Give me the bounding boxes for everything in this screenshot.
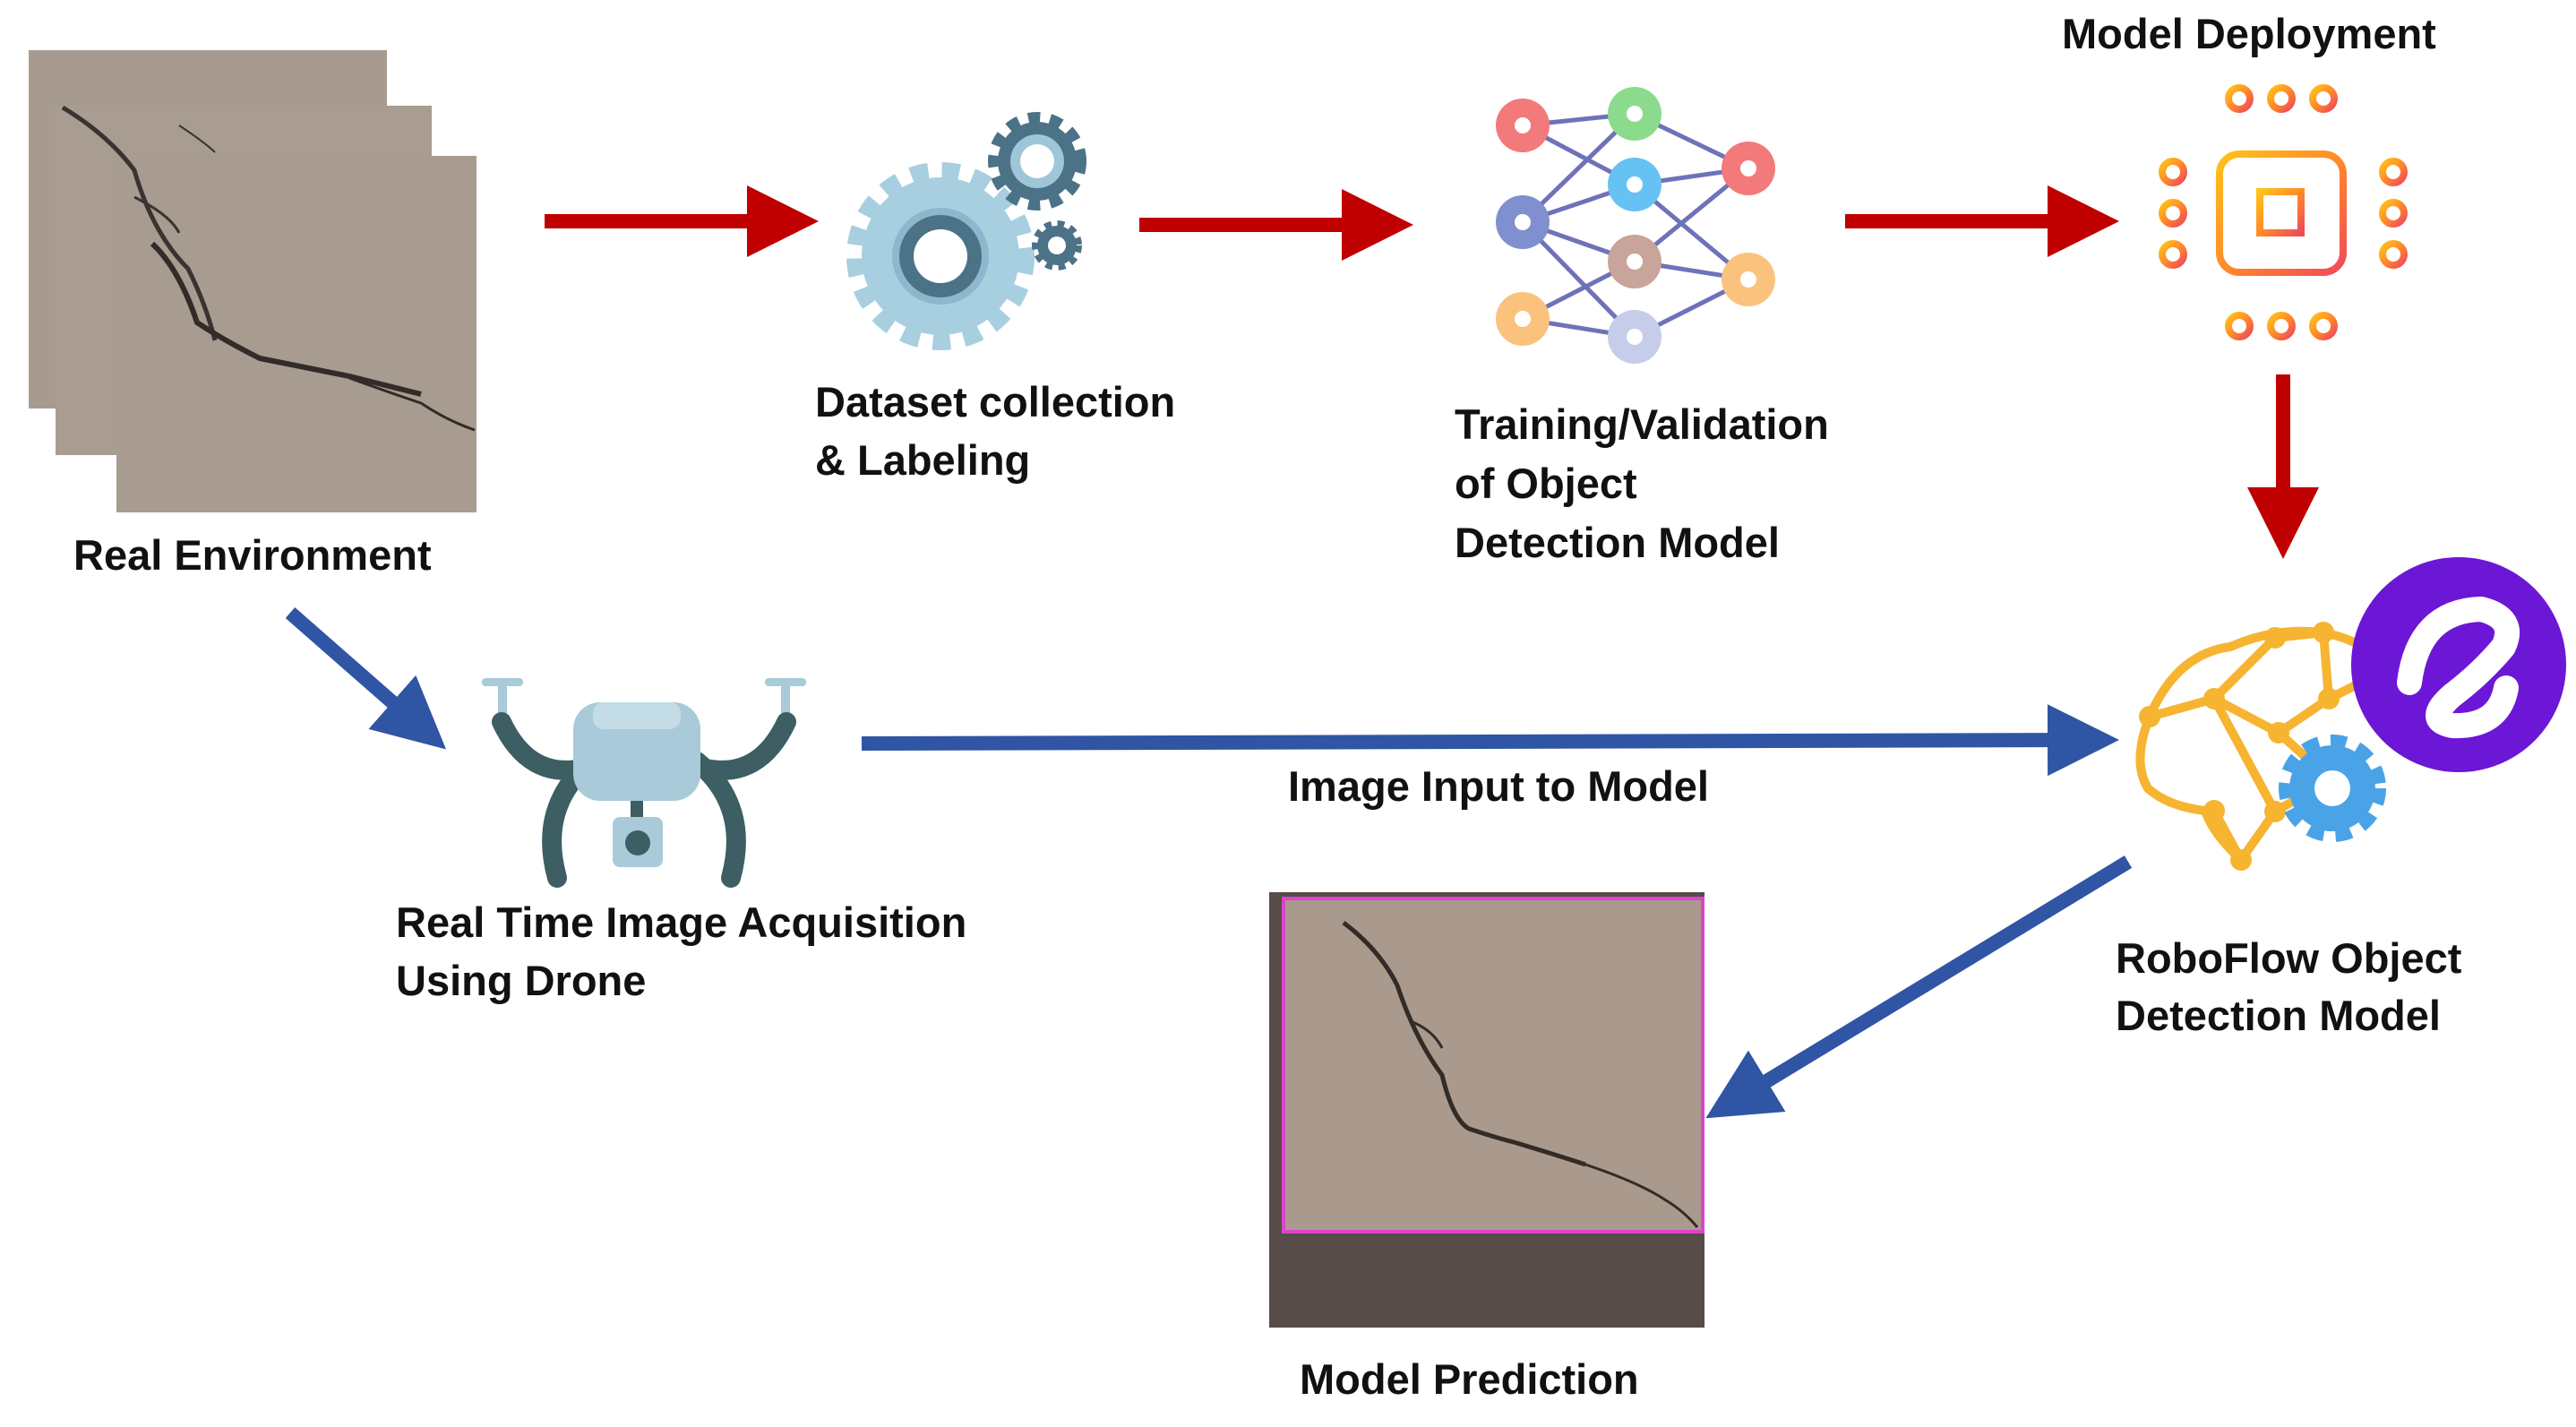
gear-icon bbox=[2279, 735, 2386, 842]
dataset-label-line1: Dataset collection bbox=[815, 378, 1175, 426]
network-node bbox=[1608, 87, 1662, 141]
training-label-line2: of Object bbox=[1455, 460, 1637, 507]
dataset-label-line2: & Labeling bbox=[815, 436, 1030, 484]
roboflow-logo-icon bbox=[2351, 557, 2566, 772]
top-gear-icon bbox=[988, 112, 1086, 211]
arrow-env-to-drone bbox=[285, 606, 447, 750]
real-environment-images bbox=[29, 50, 477, 512]
real-environment-label: Real Environment bbox=[73, 531, 432, 579]
small-gear-icon bbox=[1032, 220, 1082, 271]
network-node bbox=[1608, 235, 1662, 288]
training-label-line1: Training/Validation bbox=[1455, 400, 1829, 448]
network-node bbox=[1496, 292, 1550, 346]
deployment-label: Model Deployment bbox=[2062, 10, 2436, 57]
training-label-line3: Detection Model bbox=[1455, 519, 1780, 566]
network-node bbox=[1722, 253, 1775, 306]
model-prediction-label: Model Prediction bbox=[1300, 1355, 1639, 1403]
drone-icon bbox=[482, 678, 806, 888]
drone-label-line2: Using Drone bbox=[396, 957, 646, 1004]
image-input-label: Image Input to Model bbox=[1288, 762, 1709, 810]
network-node bbox=[1496, 99, 1550, 152]
network-node bbox=[1722, 142, 1775, 195]
drone-label-line1: Real Time Image Acquisition bbox=[396, 898, 966, 946]
arrow-roboflow-to-prediction bbox=[1705, 855, 2133, 1119]
large-gear-icon bbox=[846, 162, 1035, 350]
roboflow-label-line1: RoboFlow Object bbox=[2116, 934, 2462, 982]
gears-icon bbox=[846, 112, 1086, 350]
roboflow-label-line2: Detection Model bbox=[2116, 992, 2441, 1039]
neural-network-icon bbox=[1496, 87, 1775, 364]
arrow-drone-to-roboflow bbox=[861, 704, 2119, 777]
network-node bbox=[1496, 195, 1550, 249]
chip-icon bbox=[2159, 84, 2408, 340]
model-prediction-image bbox=[1269, 892, 1704, 1328]
network-node bbox=[1608, 310, 1662, 364]
network-node bbox=[1608, 158, 1662, 211]
